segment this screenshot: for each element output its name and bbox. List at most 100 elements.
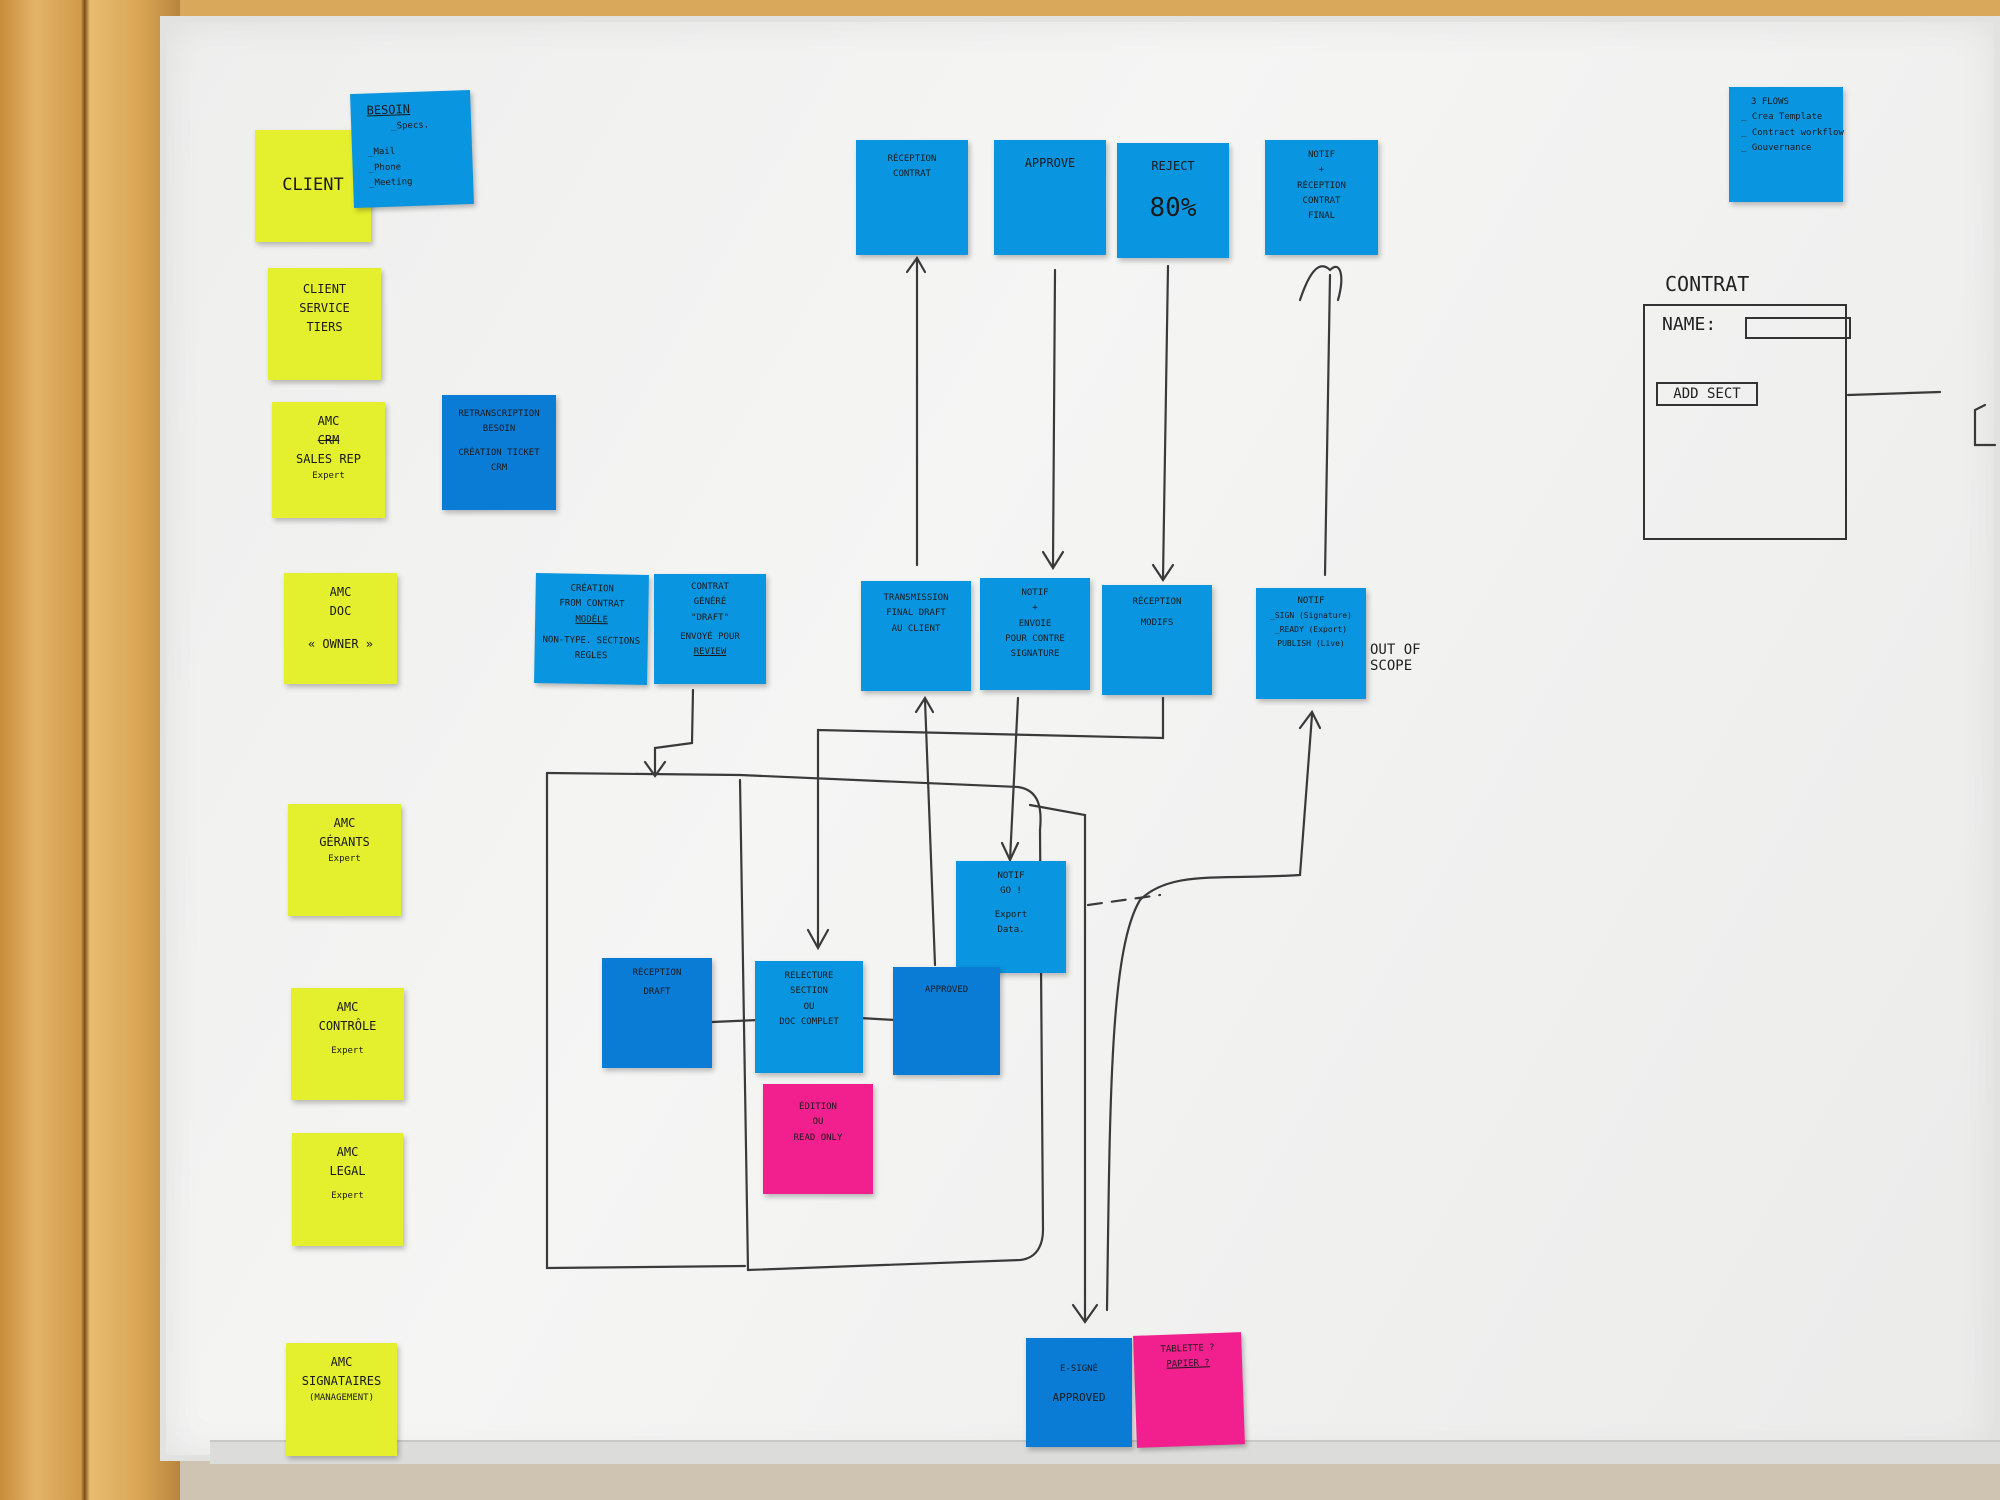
note-text: "DRAFT" bbox=[691, 612, 729, 623]
note-text: RETRANSCRIPTION bbox=[458, 409, 540, 419]
role-label: AMC bbox=[317, 414, 340, 428]
role-label: DOC bbox=[329, 604, 352, 618]
note-text: NOTIF bbox=[1297, 596, 1325, 606]
note-text: SIGNATURE bbox=[1010, 649, 1060, 659]
note-text: CONTRAT bbox=[893, 169, 931, 180]
note-text: + bbox=[1032, 603, 1038, 614]
note-reception-modifs: RÉCEPTION MODIFS bbox=[1102, 585, 1212, 695]
note-text: + bbox=[1318, 165, 1325, 176]
note-text: ÉDITION bbox=[799, 1102, 837, 1112]
role-label: CONTRÔLE bbox=[318, 1019, 377, 1033]
add-section-button-sketch: ADD SECT bbox=[1656, 382, 1758, 406]
note-text: AU CLIENT bbox=[891, 623, 941, 634]
role-label: (MANAGEMENT) bbox=[308, 1393, 375, 1403]
role-label: AMC bbox=[333, 816, 356, 830]
note-text: OU bbox=[803, 1001, 815, 1012]
note-text: DRAFT bbox=[643, 987, 671, 998]
role-label: AMC bbox=[336, 1145, 359, 1159]
note-three-flows: 3 FLOWS _ Crea Template _ Contract workf… bbox=[1729, 87, 1844, 202]
role-note-client-service: CLIENT SERVICE TIERS bbox=[268, 268, 381, 380]
note-text: _ Gouvernance bbox=[1741, 142, 1812, 153]
note-text: SECTION bbox=[790, 986, 828, 997]
note-text: NOTIF bbox=[997, 871, 1025, 881]
role-note-amc-sales: AMC CRM SALES REP Expert bbox=[272, 402, 385, 518]
note-text: _ Crea Template bbox=[1741, 112, 1823, 123]
note-text: ENVOIE bbox=[1018, 618, 1052, 629]
role-note-amc-gerants: AMC GÉRANTS Expert bbox=[288, 804, 401, 916]
role-label: GÉRANTS bbox=[319, 835, 370, 849]
note-edition: ÉDITION OU READ ONLY bbox=[763, 1084, 873, 1194]
note-text: MODIFS bbox=[1140, 618, 1174, 629]
note-besoin: BESOIN _Specs. _Mail _Phone _Meeting bbox=[350, 89, 474, 209]
note-text: NOTIF bbox=[1021, 588, 1049, 598]
note-approved: APPROVED bbox=[893, 967, 1000, 1075]
note-text: _Mail bbox=[367, 146, 396, 158]
note-relecture: RELECTURE SECTION OU DOC COMPLET bbox=[755, 961, 863, 1073]
role-label: Expert bbox=[331, 1046, 364, 1056]
note-transmission: TRANSMISSION FINAL DRAFT AU CLIENT bbox=[861, 581, 971, 691]
note-text: 80% bbox=[1149, 193, 1197, 223]
note-text: _Specs. bbox=[391, 120, 430, 132]
note-esigne: E-SIGNÉ APPROVED bbox=[1026, 1338, 1132, 1447]
note-notif-envoie: NOTIF + ENVOIE POUR CONTRE SIGNATURE bbox=[980, 578, 1090, 690]
role-label: Expert bbox=[312, 471, 345, 481]
note-text: Data. bbox=[997, 924, 1025, 935]
role-note-amc-signataires: AMC SIGNATAIRES (MANAGEMENT) bbox=[286, 1343, 397, 1456]
out-of-scope-label: OUT OF SCOPE bbox=[1370, 642, 1421, 674]
contrat-mockup-title: CONTRAT bbox=[1665, 272, 1750, 296]
out-of-scope-line-2: SCOPE bbox=[1370, 658, 1413, 674]
role-label: TIERS bbox=[306, 320, 343, 334]
note-contrat-genere: CONTRAT GÉNÉRÉ "DRAFT" ENVOYÉ POUR REVIE… bbox=[654, 574, 766, 684]
note-text: RÉCEPTION bbox=[887, 154, 937, 164]
out-of-scope-line-1: OUT OF bbox=[1370, 642, 1421, 658]
note-text: _Phone bbox=[368, 161, 402, 174]
note-text: E-SIGNÉ bbox=[1060, 1364, 1098, 1374]
note-text: READ ONLY bbox=[793, 1132, 843, 1143]
role-note-amc-controle: AMC CONTRÔLE Expert bbox=[291, 988, 404, 1100]
note-text: RÉCEPTION bbox=[632, 968, 682, 978]
note-reception-contrat: RÉCEPTION CONTRAT bbox=[856, 140, 968, 255]
role-label: AMC bbox=[329, 585, 352, 599]
note-text: APPROVED bbox=[924, 985, 969, 995]
note-notif-sign: NOTIF _SIGN (Signature) _READY (Export) … bbox=[1256, 588, 1366, 699]
note-reception-draft: RÉCEPTION DRAFT bbox=[602, 958, 712, 1068]
note-approve: APPROVE bbox=[994, 140, 1106, 255]
note-text: FINAL DRAFT bbox=[886, 608, 946, 619]
note-text: CRÉATION TICKET bbox=[458, 447, 540, 458]
note-text: RELECTURE bbox=[784, 971, 834, 981]
note-text: _ Contract workflow bbox=[1741, 127, 1844, 138]
note-text: BESOIN bbox=[482, 424, 516, 435]
note-text: REVIEW bbox=[693, 647, 727, 657]
note-text: CONTRAT bbox=[691, 582, 729, 592]
note-retranscription: RETRANSCRIPTION BESOIN CRÉATION TICKET C… bbox=[442, 395, 556, 510]
note-text: RÉCEPTION bbox=[1297, 180, 1346, 191]
note-text: PUBLISH (Live) bbox=[1277, 639, 1345, 649]
note-text: TABLETTE ? bbox=[1160, 1343, 1215, 1355]
note-text: _SIGN (Signature) bbox=[1270, 611, 1352, 621]
role-label: Expert bbox=[331, 1191, 364, 1201]
role-label: SERVICE bbox=[299, 301, 350, 315]
wooden-door-frame bbox=[0, 0, 180, 1500]
role-label: AMC bbox=[330, 1355, 353, 1369]
note-text: GO ! bbox=[1000, 886, 1022, 897]
role-label: LEGAL bbox=[329, 1164, 366, 1178]
note-text: NON-TYPE. SECTIONS bbox=[542, 634, 641, 647]
name-field-sketch bbox=[1745, 317, 1851, 339]
contrat-mockup-frame bbox=[1643, 304, 1847, 540]
role-note-amc-legal: AMC LEGAL Expert bbox=[292, 1133, 403, 1246]
note-text: ENVOYÉ POUR bbox=[680, 631, 740, 642]
note-tablette: TABLETTE ? PAPIER ? bbox=[1133, 1332, 1245, 1448]
role-label: CLIENT bbox=[302, 282, 347, 296]
note-text: RÉCEPTION bbox=[1132, 597, 1182, 607]
note-notif-final: NOTIF + RÉCEPTION CONTRAT FINAL bbox=[1265, 140, 1378, 255]
note-text: FINAL bbox=[1307, 211, 1336, 221]
note-creation: CRÉATION FROM CONTRAT MODÈLE NON-TYPE. S… bbox=[534, 573, 649, 685]
note-text: PAPIER ? bbox=[1166, 1358, 1210, 1371]
role-label: Expert bbox=[328, 854, 361, 864]
note-text: CRÉATION bbox=[570, 583, 614, 595]
note-text: POUR CONTRE bbox=[1005, 633, 1065, 644]
note-text: OU bbox=[812, 1117, 824, 1128]
note-text: APPROVED bbox=[1052, 1391, 1106, 1405]
role-label: SIGNATAIRES bbox=[301, 1374, 382, 1388]
note-reject: REJECT 80% bbox=[1117, 143, 1229, 258]
